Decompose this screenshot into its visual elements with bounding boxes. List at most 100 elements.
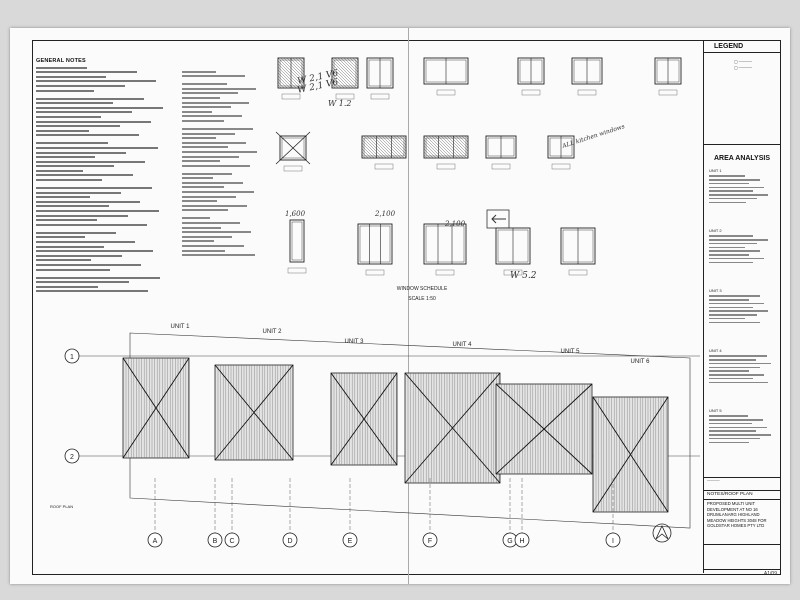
note-text-line <box>36 165 115 168</box>
dimension-2100-b: 2,100 <box>444 220 466 228</box>
note-text-line <box>182 87 257 90</box>
area-text-line <box>709 317 746 320</box>
area-text-line <box>709 178 761 181</box>
area-text-line <box>709 194 769 196</box>
note-text-line <box>36 120 151 123</box>
area-text-line <box>709 238 768 241</box>
area-text-line <box>709 306 753 309</box>
note-text-line <box>36 200 140 203</box>
grid-row-1-label: 1 <box>70 354 74 361</box>
note-text-line <box>36 254 123 257</box>
note-text-line <box>36 97 144 100</box>
window-elevations <box>275 57 682 276</box>
dimension-2100-a: 2,100 <box>374 210 396 218</box>
grid-row-1: 1 <box>64 348 80 364</box>
note-text-line <box>182 141 246 144</box>
note-text-line <box>182 160 221 163</box>
area-text-line <box>709 310 768 312</box>
note-text-line <box>182 127 254 130</box>
area-unit-label: UNIT 2 <box>709 228 722 233</box>
area-text-line <box>709 302 764 305</box>
area-text-line <box>709 242 757 245</box>
grid-column-marker: H <box>514 532 530 548</box>
note-text-line <box>182 226 222 229</box>
area-text-line <box>709 298 749 301</box>
grid-column-marker: A <box>147 532 163 548</box>
area-text-line <box>709 186 765 189</box>
window-elevation <box>654 57 682 96</box>
grid-column-label: C <box>229 538 234 545</box>
general-notes-title: GENERAL NOTES <box>36 58 86 64</box>
window-schedule-title: WINDOW SCHEDULE <box>397 286 448 292</box>
roof-unit <box>404 372 501 484</box>
note-text-line <box>36 223 147 226</box>
area-text-line <box>709 261 754 264</box>
grid-column-marker: B <box>207 532 223 548</box>
window-elevation <box>485 135 517 170</box>
grid-column-label: F <box>428 538 432 545</box>
note-text-line <box>36 115 101 118</box>
window-elevation <box>357 223 393 276</box>
note-text-line <box>36 71 138 74</box>
note-text-line <box>36 89 95 92</box>
area-text-line <box>709 257 765 260</box>
window-elevation <box>275 131 311 172</box>
roof-unit <box>214 364 294 461</box>
note-text-line <box>36 191 122 194</box>
roof-plan-label: ROOF PLAN <box>50 504 73 509</box>
grid-column-marker: E <box>342 532 358 548</box>
area-text-line <box>709 418 764 421</box>
area-text-line <box>709 246 746 249</box>
note-text-line <box>36 146 158 149</box>
area-text-line <box>709 182 750 185</box>
window-elevation <box>560 227 596 276</box>
area-unit-block: UNIT 5 <box>709 408 775 445</box>
area-text-line <box>709 190 754 192</box>
general-notes: GENERAL NOTES <box>36 58 171 308</box>
window-elevation <box>517 57 545 96</box>
note-text-line <box>36 75 107 78</box>
title-panel: LEGEND ▢ ───── ▢ ───── AREA ANALYSIS UNI… <box>703 40 780 577</box>
roof-unit <box>330 372 398 466</box>
note-text-line <box>182 119 224 122</box>
north-arrow-icon <box>652 523 672 543</box>
grid-column-label: B <box>213 538 218 545</box>
note-text-line <box>36 169 84 172</box>
roof-unit-label: UNIT 5 <box>561 349 581 355</box>
area-unit-label: UNIT 4 <box>709 348 722 353</box>
area-text-line <box>709 422 752 425</box>
roof-unit-label: UNIT 6 <box>631 359 651 365</box>
window-elevation <box>547 135 575 170</box>
note-text-line <box>36 281 130 284</box>
note-text-line <box>182 204 247 207</box>
area-text-line <box>709 377 753 380</box>
note-text-line <box>182 231 251 234</box>
note-text-line <box>36 236 85 239</box>
title-block-ref: ───── <box>707 479 720 483</box>
note-text-line <box>182 110 213 113</box>
note-text-line <box>182 172 232 175</box>
roof-unit-label: UNIT 4 <box>453 342 473 348</box>
note-text-line <box>36 156 96 159</box>
area-text-line <box>709 437 760 440</box>
window-elevation <box>366 57 394 100</box>
area-unit-label: UNIT 3 <box>709 288 722 293</box>
grid-column-label: H <box>519 538 524 545</box>
area-text-line <box>709 430 756 432</box>
note-text-line <box>36 290 149 293</box>
window-elevation <box>361 135 407 170</box>
grid-column-label: E <box>348 538 353 545</box>
roof-unit-label: UNIT 2 <box>263 329 283 335</box>
window-elevation <box>423 223 467 276</box>
area-unit-block: UNIT 4 <box>709 348 775 385</box>
note-text-line <box>182 132 235 135</box>
area-text-line <box>709 358 756 361</box>
project-description: PROPOSED MULTI UNIT DEVELOPMENT AT NO 16… <box>707 501 767 528</box>
grid-column-marker: D <box>282 532 298 548</box>
note-text-line <box>182 240 214 243</box>
roof-unit-label: UNIT 3 <box>345 339 365 345</box>
note-text-line <box>182 191 254 194</box>
note-text-line <box>182 249 226 252</box>
grid-column-label: D <box>287 538 292 545</box>
